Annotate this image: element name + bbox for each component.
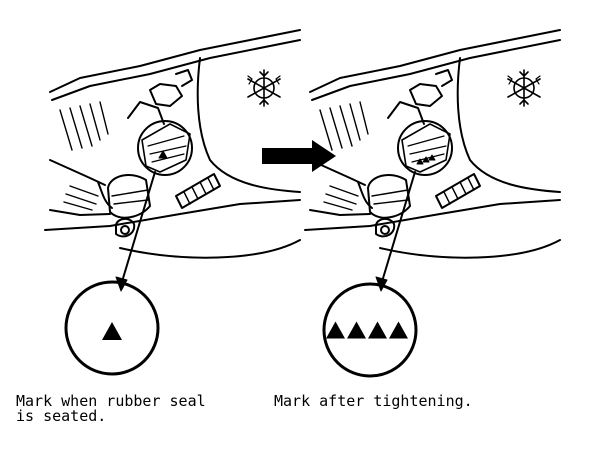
seal-seated-mark-detail xyxy=(64,280,160,376)
right-triangle-marks xyxy=(326,321,408,339)
snowflake-icon xyxy=(247,69,281,107)
triangle-mark xyxy=(368,321,387,339)
engine-illustration-before xyxy=(44,29,301,292)
caption-after-tightening: Mark after tightening. xyxy=(274,392,473,410)
triangle-mark xyxy=(326,321,345,339)
snowflake-icon xyxy=(507,69,541,107)
caption-seal-seated-line2: is seated. xyxy=(16,407,107,425)
triangle-mark xyxy=(389,321,408,339)
after-tightening-mark-detail xyxy=(322,282,418,378)
left-triangle-marks xyxy=(102,322,122,340)
caption-seal-seated-line1: Mark when rubber seal xyxy=(16,392,206,410)
engine-illustration-after xyxy=(304,29,561,292)
triangle-mark xyxy=(347,321,366,339)
triangle-mark xyxy=(102,322,122,340)
